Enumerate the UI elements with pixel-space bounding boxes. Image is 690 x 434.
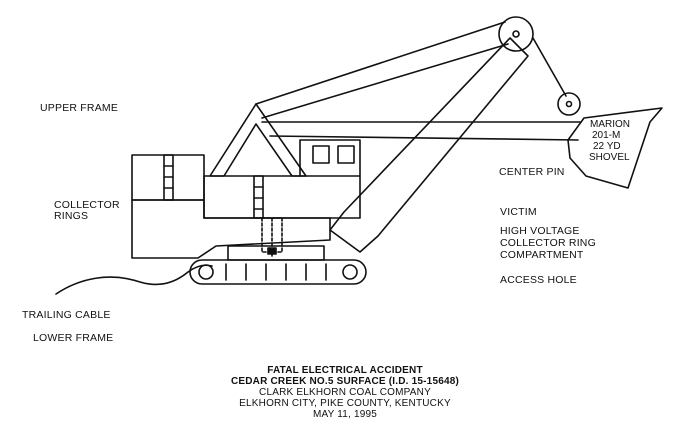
dipper-sheave bbox=[557, 92, 581, 116]
label-hv-line3: COMPARTMENT bbox=[500, 249, 584, 261]
hoist-rope bbox=[532, 37, 567, 97]
label-victim: VICTIM bbox=[500, 206, 537, 218]
label-lower-frame: LOWER FRAME bbox=[33, 332, 114, 344]
label-hv-line2: COLLECTOR RING bbox=[500, 237, 596, 249]
machinery-house bbox=[203, 175, 361, 219]
suspension-line-upper bbox=[255, 21, 506, 105]
a-frame bbox=[209, 103, 307, 177]
cab-window-2 bbox=[337, 145, 355, 164]
collector-ring-stack-right bbox=[253, 175, 264, 219]
boom-point-sheave bbox=[498, 16, 534, 52]
label-hv-line1: HIGH VOLTAGE bbox=[500, 225, 580, 237]
access-hole bbox=[267, 247, 277, 255]
track-roller-1 bbox=[198, 264, 214, 280]
dipper-handle-lower bbox=[269, 135, 579, 141]
suspension-line-lower bbox=[261, 43, 509, 119]
shovel-model-line1: MARION bbox=[590, 119, 630, 130]
shovel-model-line3: 22 YD bbox=[593, 141, 621, 152]
operator-cab bbox=[299, 139, 361, 177]
caption-company: CLARK ELKHORN COAL COMPANY bbox=[259, 387, 431, 398]
shovel-model-line2: 201-M bbox=[592, 130, 621, 141]
label-collector-rings-line2: RINGS bbox=[54, 210, 89, 222]
shovel-model-line4: SHOVEL bbox=[589, 152, 630, 163]
dipper-bucket bbox=[567, 107, 663, 189]
label-collector-rings-line1: COLLECTOR bbox=[54, 199, 120, 211]
lower-body bbox=[131, 199, 331, 259]
caption-date: MAY 11, 1995 bbox=[312, 409, 378, 420]
label-trailing-cable: TRAILING CABLE bbox=[22, 309, 111, 321]
crawler-track bbox=[189, 259, 367, 285]
label-upper-frame: UPPER FRAME bbox=[40, 102, 119, 114]
label-center-pin: CENTER PIN bbox=[499, 166, 565, 178]
track-roller-2 bbox=[342, 264, 358, 280]
caption-title: FATAL ELECTRICAL ACCIDENT bbox=[267, 365, 423, 376]
dipper-sheave-hub bbox=[565, 100, 573, 108]
label-access-hole: ACCESS HOLE bbox=[500, 274, 577, 286]
caption-mine: CEDAR CREEK NO.5 SURFACE (I.D. 15-15648) bbox=[230, 376, 460, 387]
boom-point-sheave-hub bbox=[512, 30, 520, 38]
caption-location: ELKHORN CITY, PIKE COUNTY, KENTUCKY bbox=[239, 398, 451, 409]
trailing-cable bbox=[55, 264, 213, 295]
cab-window-1 bbox=[312, 145, 330, 164]
boom bbox=[329, 37, 529, 253]
